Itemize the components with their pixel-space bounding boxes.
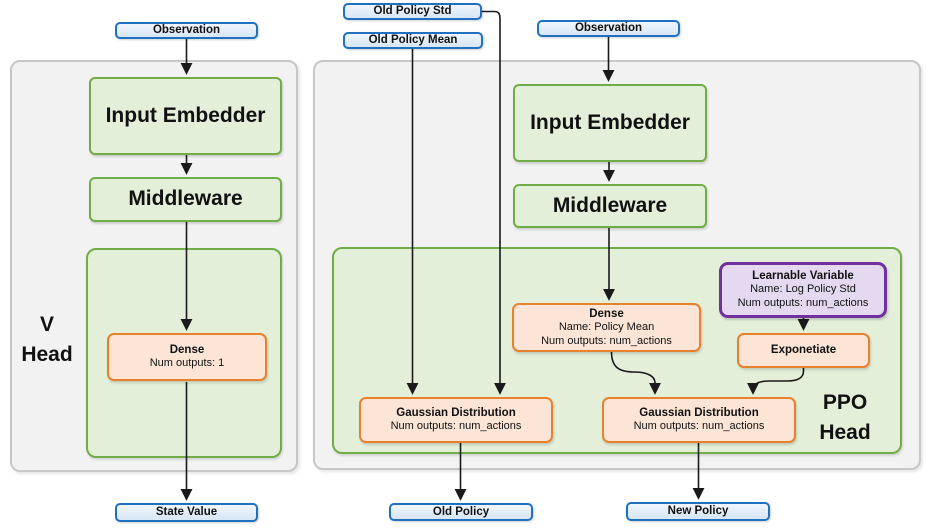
- old-policy-std-label: Old Policy Std: [373, 5, 452, 18]
- learnable-variable-title: Learnable Variable: [752, 270, 854, 283]
- v-head-label-line1: V: [39, 313, 54, 336]
- ppo-dense-title: Dense: [589, 307, 624, 320]
- state-value-label: State Value: [155, 506, 218, 519]
- old-policy-node: Old Policy: [389, 503, 533, 521]
- gaussian-distribution-old-node: Gaussian Distribution Num outputs: num_a…: [359, 397, 553, 443]
- v-observation-label: Observation: [152, 24, 221, 37]
- ppo-dense-node: Dense Name: Policy Mean Num outputs: num…: [512, 303, 701, 352]
- ppo-head-label-line1: PPO: [822, 391, 868, 414]
- ppo-dense-name: Name: Policy Mean: [558, 320, 655, 333]
- gaussian-new-outputs: Num outputs: num_actions: [633, 420, 765, 433]
- gaussian-distribution-new-node: Gaussian Distribution Num outputs: num_a…: [602, 397, 796, 443]
- v-head-label-line2: Head: [21, 343, 73, 366]
- v-middleware-label: Middleware: [128, 187, 243, 211]
- old-policy-std-node: Old Policy Std: [343, 3, 482, 20]
- exponetiate-node: Exponetiate: [737, 333, 870, 368]
- state-value-node: State Value: [115, 503, 258, 522]
- ppo-input-embedder-node: Input Embedder: [513, 84, 707, 162]
- v-dense-title: Dense: [169, 343, 205, 356]
- ppo-observation-node: Observation: [537, 20, 680, 37]
- v-middleware-node: Middleware: [89, 177, 282, 222]
- ppo-head-label: PPO Head: [805, 388, 885, 448]
- gaussian-new-title: Gaussian Distribution: [639, 406, 759, 419]
- new-policy-label: New Policy: [667, 505, 729, 518]
- old-policy-mean-node: Old Policy Mean: [343, 32, 483, 49]
- v-dense-node: Dense Num outputs: 1: [107, 333, 267, 381]
- ppo-input-embedder-label: Input Embedder: [530, 110, 690, 134]
- v-input-embedder-label: Input Embedder: [105, 103, 266, 127]
- learnable-variable-name: Name: Log Policy Std: [750, 283, 856, 296]
- learnable-variable-outputs: Num outputs: num_actions: [737, 297, 869, 310]
- ppo-dense-outputs: Num outputs: num_actions: [541, 334, 672, 347]
- new-policy-node: New Policy: [626, 502, 770, 521]
- old-policy-label: Old Policy: [432, 505, 490, 518]
- exponetiate-label: Exponetiate: [770, 344, 837, 357]
- ppo-observation-label: Observation: [574, 22, 643, 35]
- old-policy-mean-label: Old Policy Mean: [368, 34, 458, 47]
- v-observation-node: Observation: [115, 22, 258, 39]
- v-head-label: V Head: [12, 310, 82, 370]
- ppo-middleware-label: Middleware: [552, 193, 668, 217]
- ppo-head-label-line2: Head: [819, 421, 871, 444]
- gaussian-old-outputs: Num outputs: num_actions: [390, 420, 522, 433]
- gaussian-old-title: Gaussian Distribution: [396, 406, 516, 419]
- learnable-variable-node: Learnable Variable Name: Log Policy Std …: [719, 262, 887, 318]
- ppo-middleware-node: Middleware: [513, 184, 707, 228]
- v-input-embedder-node: Input Embedder: [89, 77, 282, 155]
- v-dense-outputs: Num outputs: 1: [149, 357, 225, 370]
